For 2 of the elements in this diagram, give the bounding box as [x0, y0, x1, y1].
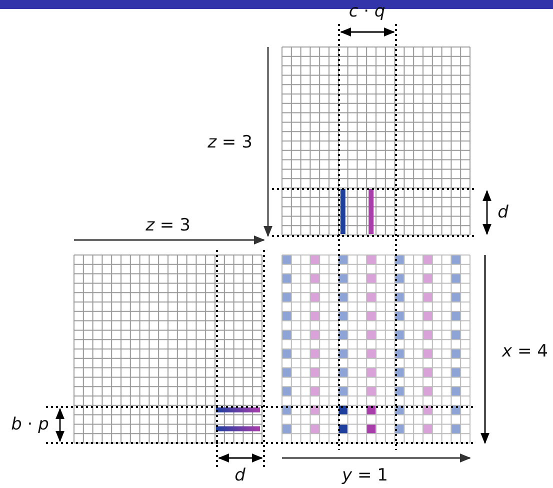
- dimension-label: b · p: [11, 416, 49, 434]
- dimension-label: y = 1: [342, 468, 388, 484]
